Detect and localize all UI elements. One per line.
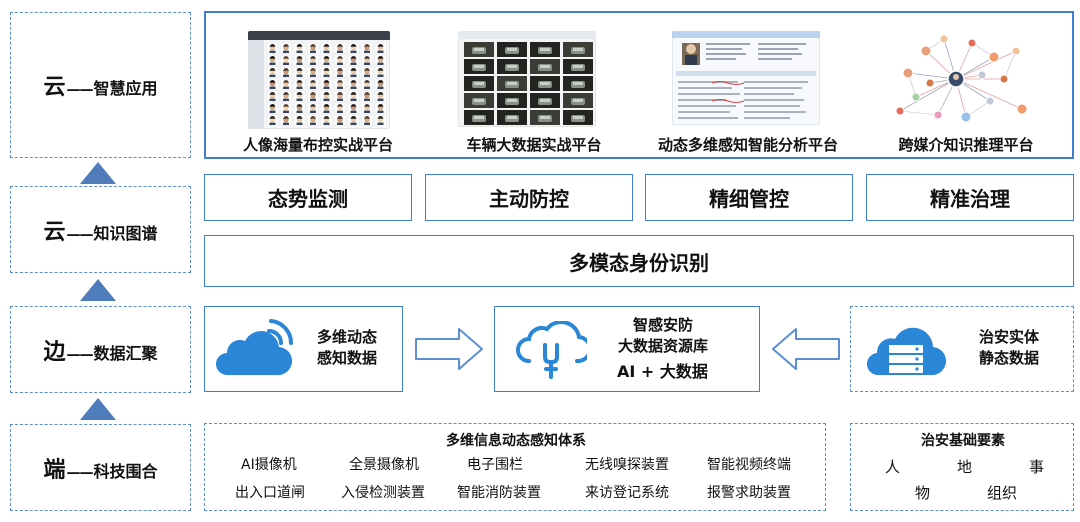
basic-element-item: 人 — [885, 458, 901, 476]
capability-situation-monitoring: 态势监测 — [204, 174, 412, 221]
capability-fine-control: 精细管控 — [645, 174, 853, 221]
device-item: 报警求助装置 — [707, 485, 791, 501]
device-item: AI摄像机 — [241, 457, 297, 473]
platform-label: 车辆大数据实战平台 — [466, 136, 602, 154]
tier-data-aggregation: 边 —— 数据汇聚 — [10, 306, 191, 393]
resource-db-label: 智感安防 大数据资源库 — [613, 315, 713, 357]
ai-bigdata-label: AI + 大数据 — [617, 362, 708, 381]
vehicle-grid-screenshot-icon — [458, 31, 596, 127]
tier-sub-label: 知识图谱 — [93, 223, 158, 243]
platform-label: 人像海量布控实战平台 — [242, 136, 394, 154]
platform-dynamic-analysis: 动态多维感知智能分析平台 — [642, 13, 860, 161]
security-basics-title: 治安基础要素 — [921, 433, 1005, 449]
cloud-plug-icon — [516, 321, 587, 379]
tier-main-label: 云 — [43, 75, 66, 100]
tier-main-label: 端 — [43, 457, 66, 483]
device-item: 入侵检测装置 — [341, 485, 425, 501]
label-line: 多维动态 — [317, 328, 378, 346]
up-arrow-triangle-icon — [80, 279, 116, 301]
up-arrow-triangle-icon — [80, 162, 116, 184]
multimodal-identity-box: 多模态身份识别 — [204, 235, 1074, 287]
device-item: 无线嗅探装置 — [585, 457, 669, 473]
tier-smart-application: 云 —— 智慧应用 — [10, 12, 191, 158]
capability-precise-governance: 精准治理 — [866, 174, 1074, 221]
dynamic-perception-data-box: 多维动态 感知数据 — [204, 306, 403, 392]
tier-sub-label: 智慧应用 — [93, 79, 158, 98]
tier-dash: —— — [66, 464, 94, 481]
dynamic-data-label: 多维动态 感知数据 — [317, 327, 377, 369]
basic-element-item: 地 — [957, 458, 973, 476]
tier-sub-label: 科技围合 — [93, 461, 158, 481]
tier-dash: —— — [66, 346, 94, 363]
tier-sub-label: 数据汇聚 — [93, 343, 158, 363]
left-arrow-icon — [772, 328, 840, 370]
label-line: 大数据资源库 — [617, 337, 708, 355]
basic-element-item: 物 — [915, 484, 931, 502]
tier-dash: —— — [66, 82, 94, 98]
platform-face-control: 人像海量布控实战平台 — [206, 13, 424, 161]
server-cloud-icon — [866, 327, 947, 376]
right-arrow-icon — [415, 328, 483, 370]
label-line: 治安实体 — [979, 328, 1040, 346]
knowledge-graph-icon — [895, 34, 1028, 123]
platform-label: 动态多维感知智能分析平台 — [657, 136, 839, 154]
resource-database-box: 智感安防 大数据资源库 AI + 大数据 — [494, 306, 760, 392]
wireless-cloud-icon — [216, 319, 294, 376]
device-item: 全景摄像机 — [349, 457, 419, 473]
device-item: 智能消防装置 — [457, 485, 541, 501]
security-basics-box: 治安基础要素 人 地 事 物 组织 — [850, 423, 1074, 511]
tier-dash: —— — [66, 226, 94, 243]
platforms-panel: 人像海量布控实战平台 车辆大数据实战平台 — [204, 11, 1074, 159]
platform-vehicle-data: 车辆大数据实战平台 — [424, 13, 642, 161]
basic-element-item: 组织 — [987, 484, 1018, 502]
tier-tech-enclosure: 端 —— 科技围合 — [10, 424, 191, 511]
profile-analysis-screenshot-icon — [672, 31, 820, 125]
label-line: 感知数据 — [317, 349, 378, 367]
device-item: 来访登记系统 — [585, 485, 669, 501]
tier-main-label: 边 — [43, 339, 66, 365]
perception-system-title: 多维信息动态感知体系 — [446, 433, 586, 449]
device-item: 电子围栏 — [467, 457, 523, 473]
label-line: 智感安防 — [632, 316, 693, 334]
static-entity-data-box: 治安实体 静态数据 — [850, 306, 1074, 392]
tier-knowledge-graph: 云 —— 知识图谱 — [10, 186, 191, 273]
capability-active-prevention: 主动防控 — [425, 174, 633, 221]
platform-knowledge-reasoning: 跨媒介知识推理平台 — [860, 13, 1074, 161]
device-item: 出入口道闸 — [235, 485, 305, 501]
static-data-label: 治安实体 静态数据 — [979, 327, 1039, 369]
face-grid-screenshot-icon — [248, 31, 390, 129]
label-line: 静态数据 — [979, 349, 1040, 367]
perception-system-box: 多维信息动态感知体系 AI摄像机 全景摄像机 电子围栏 无线嗅探装置 智能视频终… — [204, 423, 826, 511]
device-item: 智能视频终端 — [707, 457, 791, 473]
basic-element-item: 事 — [1029, 458, 1045, 476]
tier-main-label: 云 — [43, 219, 66, 245]
platform-label: 跨媒介知识推理平台 — [898, 136, 1034, 154]
up-arrow-triangle-icon — [80, 398, 116, 420]
